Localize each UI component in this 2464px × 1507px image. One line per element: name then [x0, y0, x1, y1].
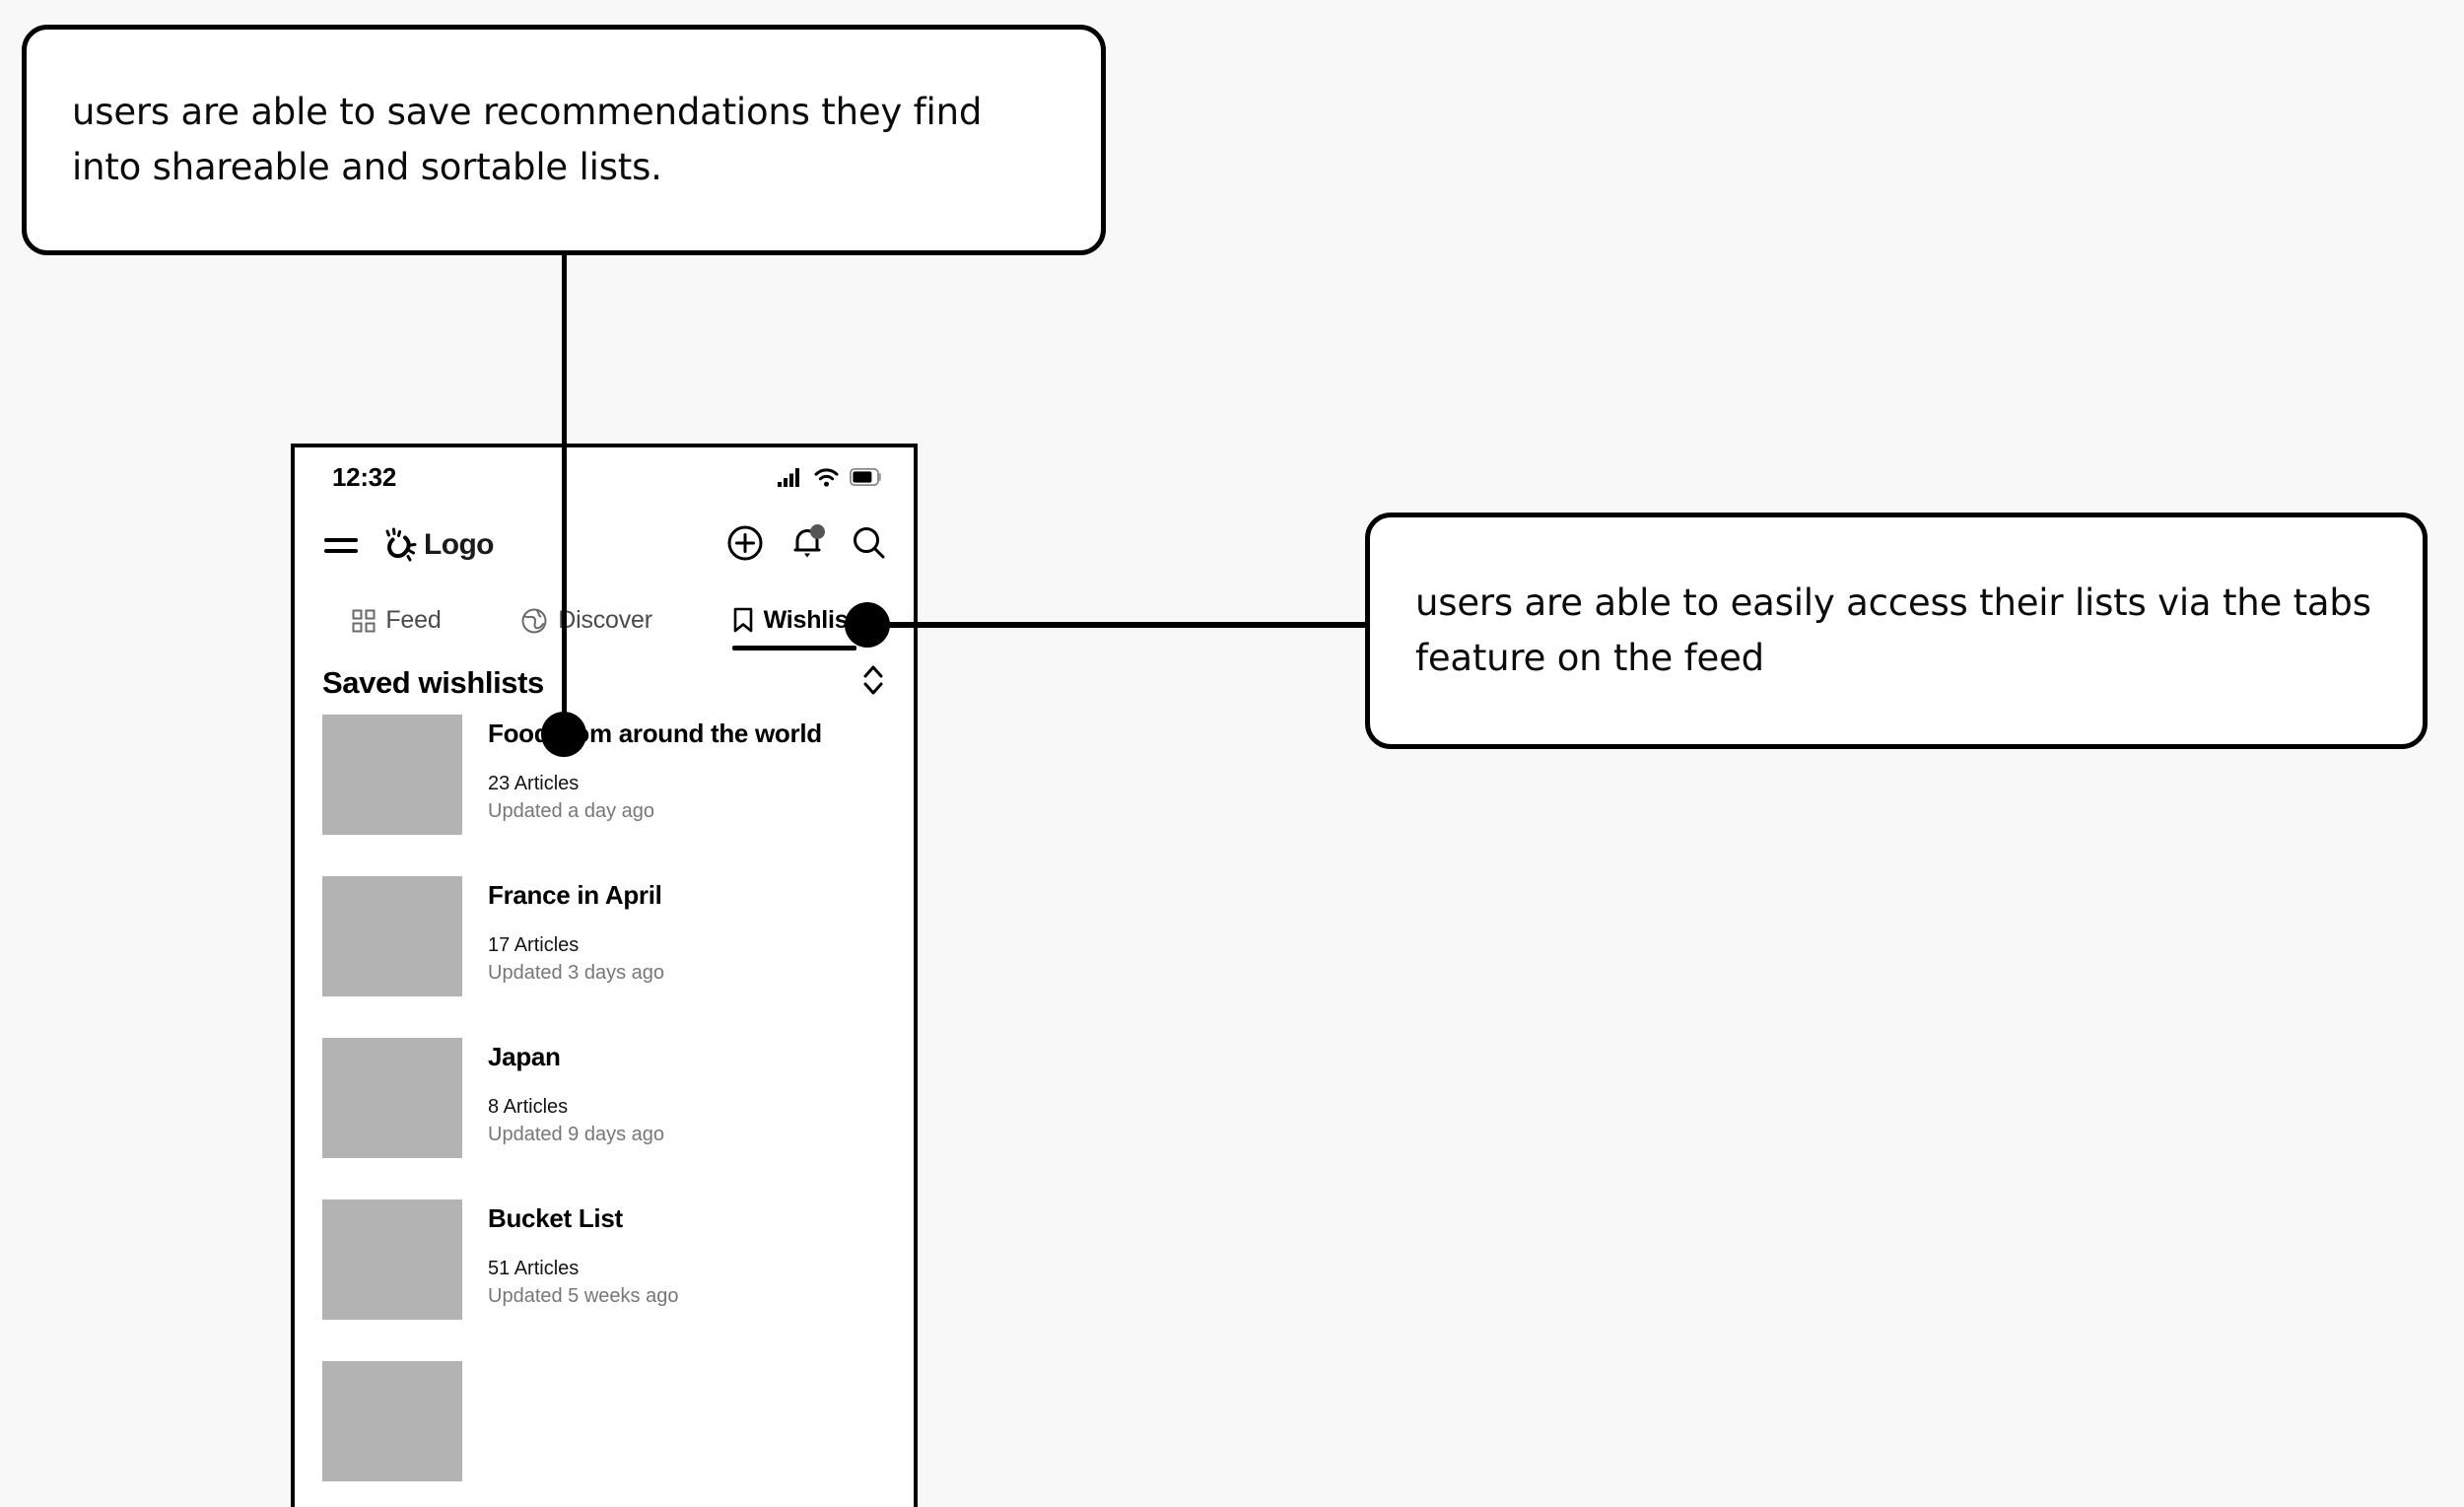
callout-tabs-access-text: users are able to easily access their li…	[1415, 581, 2371, 679]
wishlist-title: Food from around the world	[488, 719, 822, 748]
wishlist-info: Bucket List 51 Articles Updated 5 weeks …	[488, 1199, 678, 1320]
status-bar-time: 12:32	[332, 461, 396, 492]
app-header: Logo	[295, 507, 914, 583]
wishlist-thumbnail	[322, 1038, 462, 1158]
wifi-icon	[814, 467, 839, 487]
callout-save-lists-text: users are able to save recommendations t…	[72, 90, 983, 188]
tab-wishlist-label: Wishlist	[763, 606, 856, 634]
section-header: Saved wishlists	[295, 645, 914, 715]
tab-feed[interactable]: Feed	[352, 606, 442, 645]
wishlist-thumbnail	[322, 1361, 462, 1481]
wishlist-list: Food from around the world 23 Articles U…	[295, 715, 914, 1481]
wishlist-title: France in April	[488, 880, 662, 910]
phone-mockup: 12:32	[291, 444, 918, 1507]
wishlist-count: 17 Articles	[488, 934, 580, 956]
wishlist-updated: Updated 5 weeks ago	[488, 1285, 679, 1307]
wishlist-updated: Updated 3 days ago	[488, 962, 665, 984]
globe-icon	[521, 608, 547, 633]
callout-save-lists: users are able to save recommendations t…	[22, 25, 1106, 255]
tab-feed-label: Feed	[385, 606, 442, 634]
tab-discover[interactable]: Discover	[520, 606, 652, 645]
battery-icon	[850, 468, 881, 486]
list-item[interactable]: Bucket List 51 Articles Updated 5 weeks …	[322, 1199, 886, 1320]
app-header-actions	[726, 523, 888, 567]
bell-icon[interactable]	[789, 523, 825, 567]
grid-icon	[352, 609, 376, 632]
wishlist-count: 51 Articles	[488, 1258, 580, 1279]
notification-badge	[810, 523, 825, 539]
wishlist-thumbnail	[322, 715, 462, 835]
status-bar-icons	[778, 467, 882, 487]
wishlist-info: Japan 8 Articles Updated 9 days ago	[488, 1038, 664, 1158]
brand-logo[interactable]: Logo	[379, 526, 495, 564]
status-bar: 12:32	[295, 447, 914, 507]
cellular-signal-icon	[778, 467, 799, 487]
sparkle-logo-mark	[385, 527, 417, 562]
hamburger-menu-icon[interactable]	[324, 537, 358, 553]
connector-line-tabs-access	[867, 622, 1368, 628]
tab-discover-label: Discover	[558, 606, 652, 634]
connector-line-save-lists	[562, 254, 567, 737]
list-item[interactable]: Food from around the world 23 Articles U…	[322, 715, 886, 835]
list-item-partial[interactable]	[322, 1361, 886, 1481]
wishlist-count: 23 Articles	[488, 773, 580, 794]
connector-dot-tabs-access	[845, 602, 890, 648]
list-item[interactable]: France in April 17 Articles Updated 3 da…	[322, 876, 886, 996]
tab-active-underline	[731, 646, 856, 651]
bookmark-icon	[733, 607, 752, 633]
sort-chevrons-icon[interactable]	[860, 662, 886, 703]
wishlist-title: Japan	[488, 1042, 561, 1071]
tab-wishlist[interactable]: Wishlist	[731, 606, 856, 651]
page-title: Saved wishlists	[322, 664, 544, 700]
list-item[interactable]: Japan 8 Articles Updated 9 days ago	[322, 1038, 886, 1158]
wishlist-info: France in April 17 Articles Updated 3 da…	[488, 876, 664, 996]
wishlist-updated: Updated a day ago	[488, 800, 655, 822]
app-header-left: Logo	[324, 526, 495, 564]
wishlist-thumbnail	[322, 876, 462, 996]
wishlist-thumbnail	[322, 1199, 462, 1320]
wishlist-title: Bucket List	[488, 1203, 623, 1233]
connector-dot-save-lists	[541, 712, 586, 757]
wishlist-updated: Updated 9 days ago	[488, 1124, 665, 1145]
brand-name: Logo	[424, 528, 495, 561]
wishlist-info: Food from around the world 23 Articles U…	[488, 715, 822, 835]
plus-circle-icon[interactable]	[726, 524, 764, 567]
search-icon[interactable]	[851, 524, 888, 567]
callout-tabs-access: users are able to easily access their li…	[1365, 513, 2428, 749]
wishlist-count: 8 Articles	[488, 1096, 569, 1118]
feed-tabs: Feed Discover Wishlist	[295, 583, 914, 651]
